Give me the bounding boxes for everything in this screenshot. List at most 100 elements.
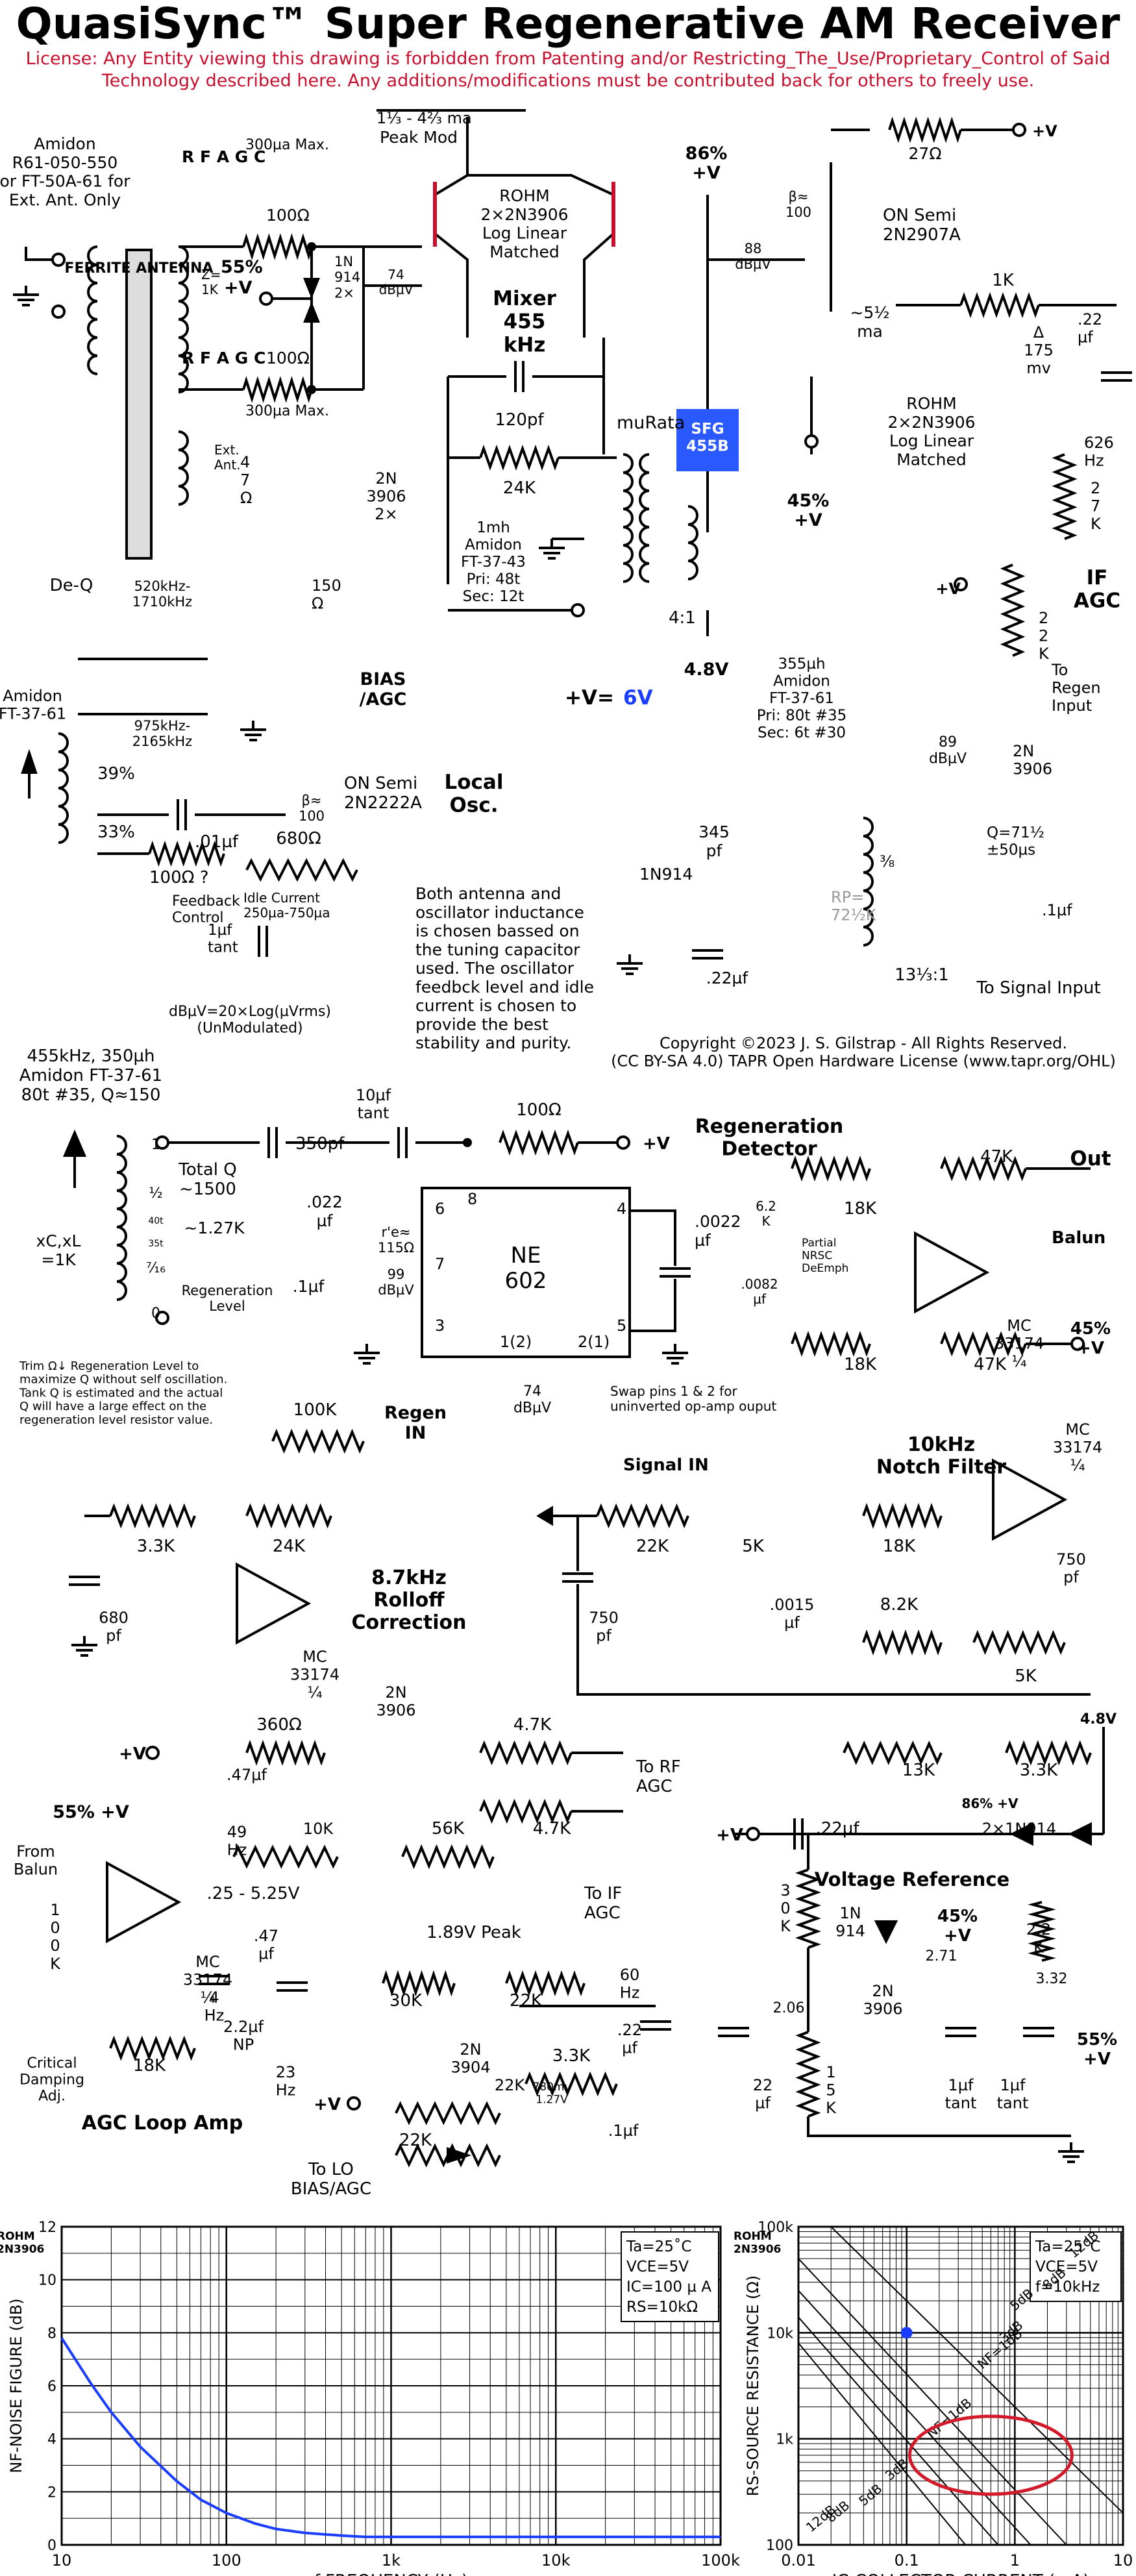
- label-v332: 3.32: [1036, 1971, 1068, 1987]
- label-plusv: +V: [314, 2095, 341, 2114]
- terminal: [145, 1746, 160, 1760]
- chart-x-axis-label: f-FREQUENCY (Hz): [314, 2571, 468, 2576]
- label-r47k-rf2: 4.7K: [533, 1819, 571, 1839]
- ne602-ic: [421, 1187, 631, 1358]
- label-plusv: +V: [794, 510, 822, 530]
- label-r100b: 100Ω: [266, 349, 310, 367]
- terminal: [259, 291, 273, 306]
- label-v48b: 4.8V: [1080, 1711, 1117, 1728]
- op-amp-balun: [914, 1231, 990, 1314]
- label-pct55c: 55%+V: [1077, 2030, 1117, 2069]
- wire: [434, 174, 614, 196]
- diode-2x1n914: [1009, 1822, 1033, 1846]
- label-range525: .25 - 5.25V: [207, 1884, 300, 1903]
- supply-voltage-label: +V=: [565, 686, 614, 710]
- chart-x-tick-label: 100: [212, 2551, 241, 2570]
- label-c350: 350pf: [295, 1134, 345, 1154]
- label-r13k: 13K: [902, 1761, 935, 1780]
- label-p33: 33%: [97, 823, 135, 842]
- label-r100k: 100K: [293, 1400, 338, 1420]
- resistor-22k-notch: [596, 1503, 689, 1529]
- label-r100a: 100Ω: [266, 206, 310, 225]
- chart-y-tick-label: 6: [47, 2379, 56, 2395]
- ext-antenna-coil: [178, 430, 189, 506]
- resistor-100ohm-bottom: [242, 376, 313, 403]
- resistor-8-2k: [862, 1629, 943, 1655]
- chart-conditions-box: [1030, 2231, 1122, 2302]
- chart-y-tick-label: 1k: [776, 2432, 793, 2448]
- resistor-3-3k-agc: [525, 2071, 618, 2097]
- diode-2x1n914: [1068, 1822, 1092, 1846]
- label-r47k-b: 47K: [974, 1355, 1007, 1374]
- resistor-4-7k-b: [479, 1798, 573, 1824]
- label-plusv: +V: [643, 1134, 670, 1154]
- chart-conditions-box: [621, 2231, 719, 2322]
- terminal: [571, 603, 585, 617]
- chart-x-tick-label: 10: [1113, 2551, 1133, 2570]
- chart-x-tick-label: 100k: [701, 2551, 740, 2570]
- label-c22d: .22µf: [815, 1819, 859, 1839]
- ne602-pin-label: 5: [617, 1317, 626, 1335]
- mixer-output-transformer: [623, 453, 634, 583]
- wire: [25, 247, 58, 261]
- label-r47k-a: 47K: [980, 1147, 1013, 1167]
- label-rp: RP=72½K: [831, 888, 877, 924]
- label-peakmod: Peak Mod: [380, 128, 458, 147]
- label-out: Out: [1070, 1147, 1111, 1170]
- terminal: [51, 304, 66, 319]
- resistor-18k-notch: [862, 1503, 943, 1529]
- label-r18k-d: 18K: [133, 2056, 166, 2075]
- label-r47k-rf: 4.7K: [513, 1715, 552, 1735]
- chart-y-tick-label: 100: [766, 2538, 793, 2554]
- label-r22k-b: 22K: [510, 1991, 543, 2011]
- label-to-signal: To Signal Input: [976, 978, 1100, 998]
- label-r24k-b: 24K: [273, 1537, 306, 1556]
- label-r33k-c: 3.3K: [1020, 1761, 1058, 1780]
- chart-x-tick-label: 10: [52, 2551, 72, 2570]
- label-pct45b: 45%+V: [1070, 1319, 1111, 1358]
- chart-condition-text: VCE=5V: [1035, 2259, 1098, 2275]
- resistor-30k: [382, 1970, 456, 1997]
- resistor-27ohm: [888, 116, 962, 143]
- label-ext-ant: Ext.Ant.: [214, 442, 241, 473]
- resistor-15k: [795, 2031, 821, 2118]
- label-r82k: 8.2K: [880, 1595, 919, 1615]
- label-rf-agc-bot: R F A G C: [182, 349, 265, 367]
- label-r100q: 100Ω ?: [149, 868, 209, 887]
- chart-y-tick-label: 0: [47, 2538, 56, 2554]
- resistor-56k: [401, 1844, 495, 1870]
- nf-contour-line: [798, 2342, 967, 2545]
- label-c47: .47µf: [227, 1766, 267, 1784]
- wire: [583, 232, 615, 338]
- lo-output-transformer: [863, 817, 874, 947]
- label-r30k: 30K: [389, 1991, 423, 2011]
- chart-x-tick-label: 1: [1010, 2551, 1020, 2570]
- chart-x-tick-label: 0.01: [781, 2551, 815, 2570]
- ne602-pin-label: 2(1): [578, 1333, 610, 1351]
- wire: [576, 1584, 1091, 1696]
- oscillator-tank-coil: [58, 732, 69, 844]
- terminal: [746, 1827, 760, 1841]
- label-plusv86: +V: [692, 163, 721, 183]
- chart-condition-text: Ta=25˚C: [1035, 2238, 1100, 2255]
- chart-x-tick-label: 1k: [382, 2551, 401, 2570]
- label-de-q: De-Q: [50, 576, 93, 595]
